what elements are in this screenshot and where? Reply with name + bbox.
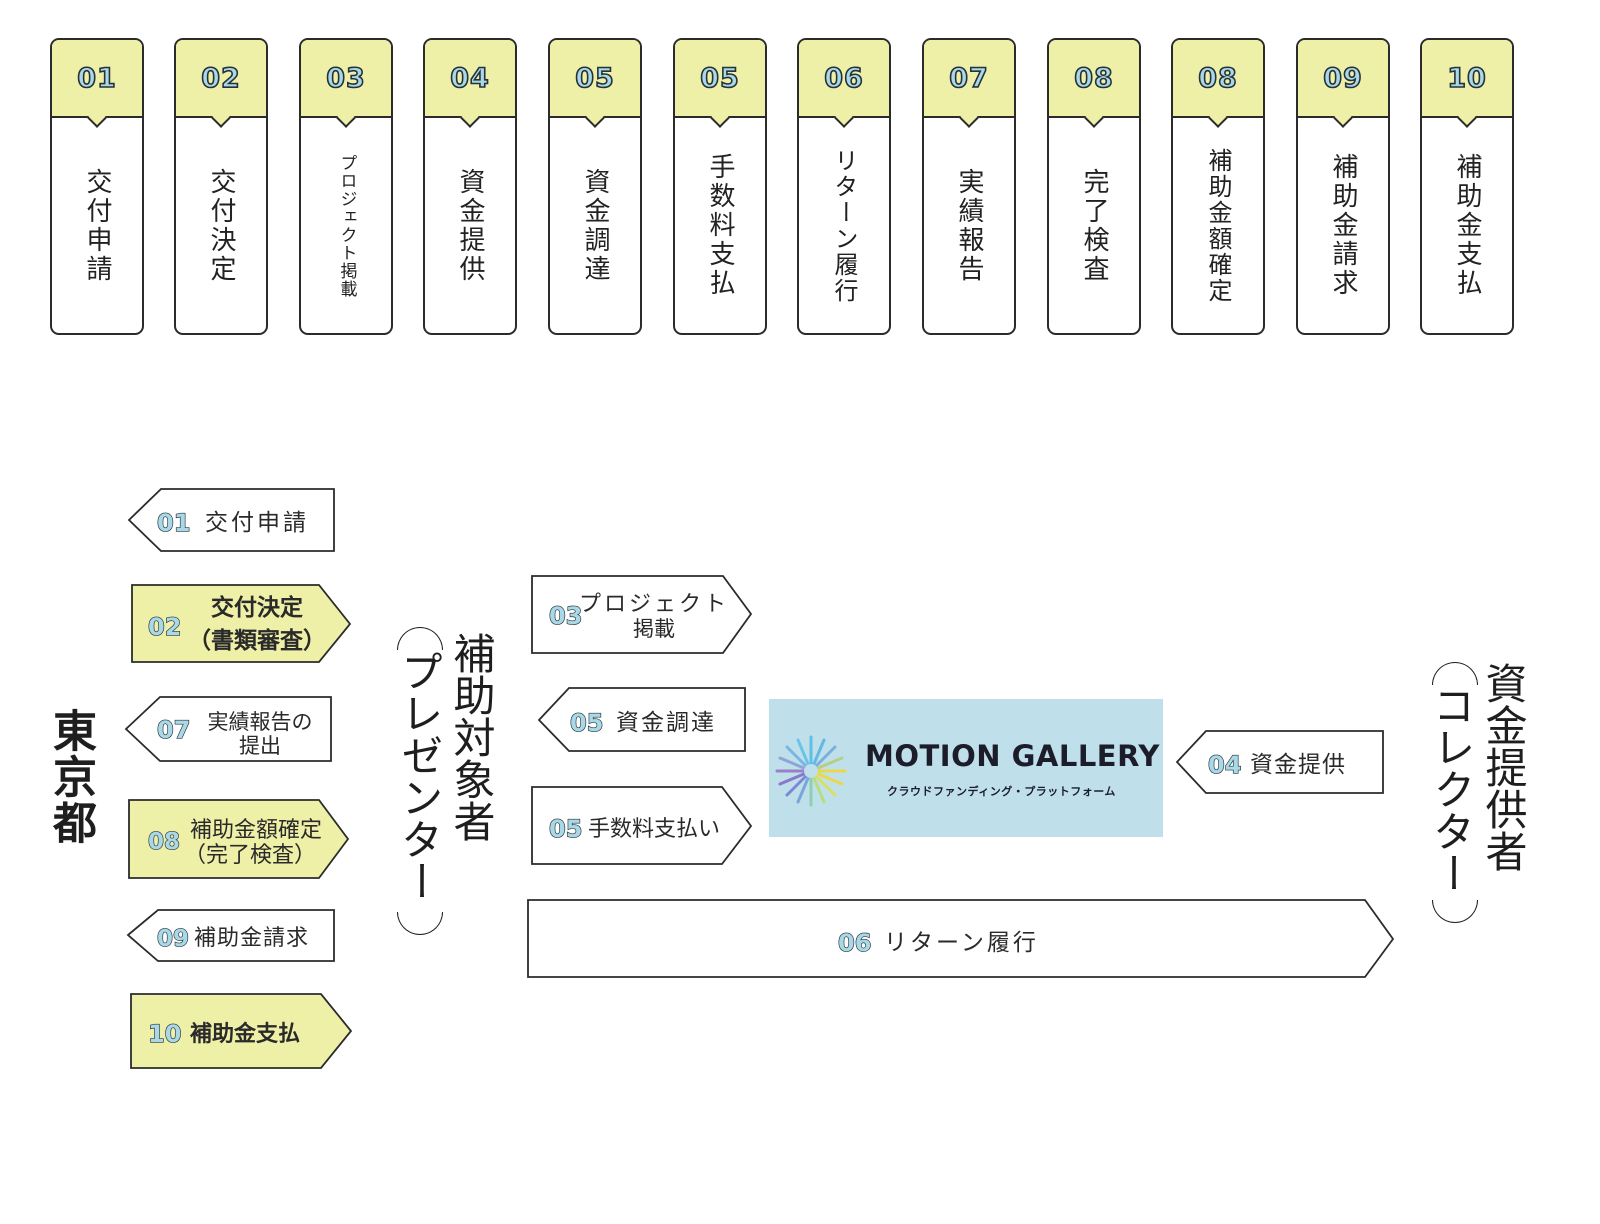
step-number: 08 (1197, 62, 1238, 95)
step-number-tab: 03 (301, 40, 391, 118)
arrow-08-confirm (128, 799, 350, 879)
step-label: 資金調達 (580, 167, 610, 284)
flow-number: 03 (549, 602, 582, 630)
actor-presenter-sub: プレゼンター (394, 650, 444, 902)
step-label: 交付申請 (82, 167, 112, 284)
step-card-1: 01 交付申請 (50, 38, 144, 335)
arrow-07-report (124, 696, 332, 762)
step-number-tab: 06 (799, 40, 889, 118)
step-number-tab: 10 (1422, 40, 1512, 118)
flow-number: 05 (570, 709, 603, 737)
flow-label: リターン履行 (884, 930, 1039, 956)
step-card-9: 08 完了検査 (1047, 38, 1141, 335)
step-card-7: 06 リターン履行 (797, 38, 891, 335)
flow-number: 07 (157, 716, 190, 744)
platform-box: MOTION GALLERY クラウドファンディング・プラットフォーム (769, 699, 1163, 837)
arrow-10-payment (130, 993, 353, 1069)
step-number: 02 (200, 62, 241, 95)
flow-label-line1: 実績報告の (208, 710, 313, 734)
flow-label: 補助金支払 (189, 1021, 300, 1047)
flow-label-line2: 掲載 (633, 617, 675, 641)
step-number-tab: 01 (52, 40, 142, 118)
step-label: 補助金請求 (1328, 153, 1358, 298)
step-card-6: 05 手数料支払 (673, 38, 767, 335)
step-number: 06 (823, 62, 864, 95)
actor-collector-sub: コレクター (1426, 684, 1476, 894)
flow-label-line1: 交付決定 (211, 594, 303, 621)
step-card-11: 09 補助金請求 (1296, 38, 1390, 335)
platform-name: MOTION GALLERY (865, 739, 1160, 773)
step-number: 07 (948, 62, 989, 95)
flow-number: 10 (148, 1020, 181, 1048)
flow-label: 交付申請 (205, 510, 309, 536)
step-number-tab: 02 (176, 40, 266, 118)
step-number-tab: 04 (425, 40, 515, 118)
step-number-tab: 07 (924, 40, 1014, 118)
flow-number: 09 (157, 926, 189, 952)
flow-label-line2: （完了検査） (184, 843, 316, 868)
step-number: 05 (699, 62, 740, 95)
flow-number: 01 (157, 509, 190, 537)
arrow-04-funding (1175, 730, 1384, 794)
platform-tagline: クラウドファンディング・プラットフォーム (887, 785, 1116, 798)
flow-number: 08 (148, 829, 180, 855)
flow-label-line2: （書類審査） (188, 627, 326, 654)
step-card-8: 07 実績報告 (922, 38, 1016, 335)
step-card-10: 08 補助金額確定 (1171, 38, 1265, 335)
flow-number: 05 (549, 815, 582, 843)
flow-label-line2: 提出 (239, 734, 281, 758)
step-number: 01 (76, 62, 117, 95)
arrow-03-listing (531, 575, 753, 654)
step-label: 手数料支払 (705, 153, 735, 298)
arrow-09-claim (126, 909, 335, 962)
arrow-02-decision (131, 584, 352, 663)
arrow-01-apply (127, 488, 335, 552)
step-card-4: 04 資金提供 (423, 38, 517, 335)
step-label: 実績報告 (954, 167, 984, 284)
flow-label: 資金調達 (616, 710, 716, 736)
step-number: 03 (325, 62, 366, 95)
actor-collector-main: 資金提供者 (1479, 662, 1528, 872)
step-label: 完了検査 (1079, 167, 1109, 284)
motion-gallery-logo-icon (775, 735, 847, 807)
flow-number: 02 (148, 613, 181, 641)
step-card-2: 02 交付決定 (174, 38, 268, 335)
step-number-tab: 05 (550, 40, 640, 118)
flow-number: 04 (1208, 751, 1241, 779)
step-label: リターン履行 (830, 147, 858, 304)
step-label: 交付決定 (206, 167, 236, 284)
step-label: プロジェクト掲載 (336, 153, 357, 298)
step-card-12: 10 補助金支払 (1420, 38, 1514, 335)
actor-tokyo: 東京都 (45, 708, 96, 846)
step-number-tab: 05 (675, 40, 765, 118)
arrow-05-fundraise (537, 687, 746, 752)
flow-label-line1: プロジェクト (579, 592, 729, 617)
step-number-tab: 08 (1049, 40, 1139, 118)
step-number: 04 (449, 62, 490, 95)
step-card-5: 05 資金調達 (548, 38, 642, 335)
step-number-tab: 09 (1298, 40, 1388, 118)
flow-label: 資金提供 (1250, 752, 1346, 778)
step-number: 09 (1322, 62, 1363, 95)
flow-label: 補助金請求 (194, 926, 309, 951)
flow-label: 手数料支払い (588, 817, 720, 842)
step-number: 05 (574, 62, 615, 95)
flow-number: 06 (838, 929, 871, 957)
step-card-3: 03 プロジェクト掲載 (299, 38, 393, 335)
step-number-tab: 08 (1173, 40, 1263, 118)
step-number: 10 (1446, 62, 1487, 95)
flow-label-line1: 補助金額確定 (190, 818, 322, 843)
step-label: 資金提供 (455, 167, 485, 284)
actor-collector: 資金提供者コレクター (1427, 662, 1528, 922)
actor-presenter: 補助対象者プレゼンター (395, 632, 496, 952)
actor-presenter-main: 補助対象者 (447, 632, 496, 842)
step-label: 補助金額確定 (1204, 147, 1232, 304)
step-label: 補助金支払 (1452, 153, 1482, 298)
arrow-06-return (527, 899, 1395, 978)
arrow-05-fee (531, 786, 753, 865)
step-number: 08 (1073, 62, 1114, 95)
